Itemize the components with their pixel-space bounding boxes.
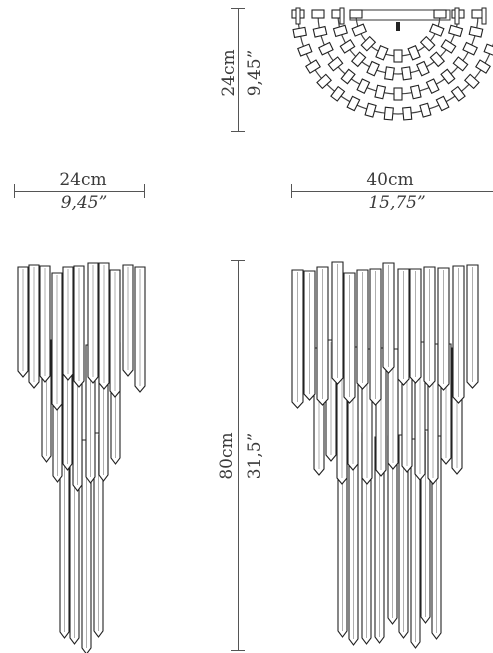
front-width-tick-left	[291, 184, 292, 198]
crystal-top	[450, 85, 466, 102]
crystal-top	[468, 25, 484, 38]
crystal-top	[364, 102, 377, 118]
total-height-tick-top	[231, 260, 245, 261]
crystal-top	[297, 43, 313, 57]
crystal-top	[393, 49, 403, 63]
crystal-top	[295, 7, 301, 25]
crystal-top	[360, 35, 377, 52]
side-width-imperial: 9,45”	[60, 193, 108, 213]
crystal-top	[433, 9, 447, 19]
crystal-top	[292, 26, 307, 39]
mount-point	[396, 22, 400, 31]
crystal-top	[330, 85, 346, 102]
crystal-top	[440, 68, 456, 85]
crystal-top	[339, 39, 356, 54]
crystal-top	[419, 102, 432, 118]
crystal-top	[416, 60, 430, 77]
crystal-top	[383, 106, 394, 121]
crystal-top	[462, 41, 478, 56]
crystal-top	[318, 41, 334, 56]
crystal-top	[448, 24, 464, 38]
crystal-top	[346, 95, 361, 112]
ring-arc	[337, 13, 459, 75]
top-height-tick-top	[231, 8, 245, 9]
crystal-top	[463, 73, 480, 90]
crystal-top	[356, 78, 371, 94]
crystal-top	[452, 56, 469, 72]
crystal-top	[402, 106, 413, 121]
crystal-top	[340, 68, 356, 85]
crystal-top	[401, 66, 412, 81]
crystal-top	[407, 45, 421, 61]
top-height-tick-bottom	[231, 131, 245, 132]
side-width-line	[14, 191, 145, 192]
crystal-top	[409, 84, 422, 100]
crystal-top	[327, 56, 344, 72]
crystal-top	[425, 78, 440, 94]
crystal-top	[384, 66, 395, 81]
crystal-top	[351, 23, 367, 37]
crystal-top	[366, 60, 380, 77]
crystal-top	[429, 23, 445, 37]
crystal-top	[316, 73, 333, 90]
crystal-top	[375, 45, 389, 61]
total-height-tick-bottom	[231, 650, 245, 651]
side-width-metric: 24cm	[59, 170, 107, 190]
side-width-tick-left	[14, 184, 15, 198]
crystal-top	[305, 59, 321, 74]
crystal-top	[311, 9, 325, 19]
crystal-top	[349, 9, 363, 19]
crystal-top	[312, 25, 328, 38]
total-height-line	[238, 260, 239, 651]
crystal-top	[419, 35, 436, 52]
crystal-top	[339, 7, 345, 25]
crystal-top	[440, 39, 457, 54]
crystal-top	[475, 59, 491, 74]
top-height-line	[238, 8, 239, 131]
crystal-top	[374, 84, 387, 100]
crystal-top	[332, 24, 348, 38]
side-width-tick-right	[144, 184, 145, 198]
front-width-metric: 40cm	[366, 170, 414, 190]
crystal-top	[435, 95, 450, 112]
crystal-top	[454, 7, 460, 25]
crystal-top	[350, 51, 367, 68]
ring-arc	[297, 13, 493, 115]
crystal-top	[429, 51, 446, 68]
crystal-top	[393, 87, 403, 101]
crystal-top	[481, 7, 487, 25]
front-width-imperial: 15,75”	[368, 193, 426, 213]
front-width-line	[291, 191, 493, 192]
